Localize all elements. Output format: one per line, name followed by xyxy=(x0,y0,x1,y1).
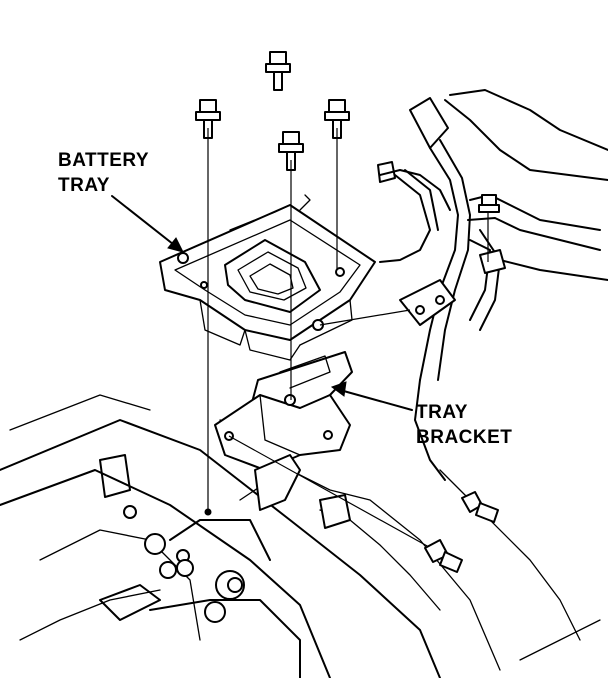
tray-bracket-label-line1: TRAY xyxy=(416,402,468,423)
chassis-frame xyxy=(0,394,601,678)
bolt-center xyxy=(278,131,304,171)
cables-harness xyxy=(377,89,608,481)
bolt-lower-right xyxy=(461,491,499,523)
tray-bracket-label-line2: BRACKET xyxy=(416,427,512,448)
bolt-top xyxy=(265,51,291,91)
tray-bracket xyxy=(214,351,353,511)
bolt-harness xyxy=(478,194,500,213)
bolt-left xyxy=(195,99,221,139)
battery-tray xyxy=(159,194,376,361)
assembly-lines xyxy=(207,128,489,553)
bolt-hole-mark xyxy=(204,508,212,516)
bolt-bracket-side xyxy=(424,539,463,573)
battery-tray-label-line2: TRAY xyxy=(58,175,110,196)
tray-bracket-callout-arrow xyxy=(330,381,413,411)
bolt-right xyxy=(324,99,350,139)
battery-tray-label-line1: BATTERY xyxy=(58,150,149,171)
battery-tray-callout-arrow xyxy=(111,195,184,253)
